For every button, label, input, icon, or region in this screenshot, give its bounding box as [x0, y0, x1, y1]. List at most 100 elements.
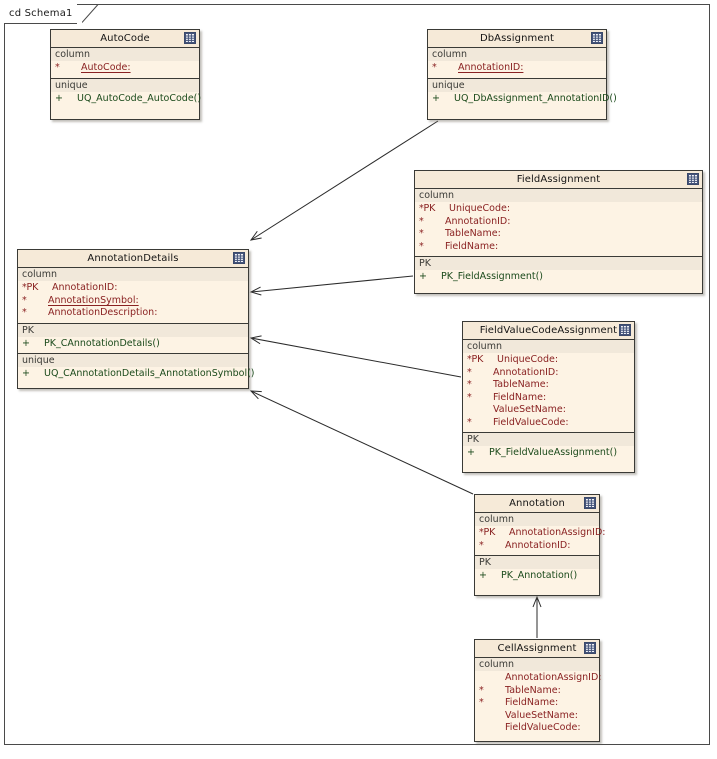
column-row: * FieldName:: [415, 241, 702, 254]
row-name: AnnotationID:: [445, 215, 511, 227]
row-marker: *: [419, 215, 424, 227]
row-name: TableName:: [493, 379, 549, 390]
section-rows: + PK_CAnnotationDetails(): [18, 337, 248, 351]
row-marker: *PK: [467, 354, 484, 365]
column-row: FieldValueCode:: [475, 722, 599, 735]
row-marker: [475, 722, 501, 735]
section-label: column: [428, 48, 606, 61]
row-marker: *: [479, 684, 484, 696]
column-row: * AutoCode:: [51, 62, 199, 75]
class-section-pk: PK+ PK_CAnnotationDetails(): [18, 323, 248, 354]
row-name: AnnotationID:: [458, 62, 524, 73]
row-name: ValueSetName:: [505, 709, 578, 721]
row-marker: *: [467, 379, 472, 390]
class-header-autocode: AutoCode: [51, 30, 199, 48]
row-name: PK_FieldValueAssignment(): [489, 447, 618, 458]
section-rows: +PK_FieldAssignment(): [415, 270, 702, 284]
row-marker: *PK: [419, 203, 436, 214]
section-rows: +UQ_CAnnotationDetails_AnnotationSymbol(…: [18, 367, 255, 381]
column-row: *TableName:: [415, 228, 702, 241]
class-title: CellAssignment: [497, 643, 577, 654]
operation-row: +UQ_DbAssignment_AnnotationID(): [428, 93, 617, 106]
row-marker: *PK: [479, 527, 496, 538]
class-header-cellassignment: CellAssignment: [475, 640, 599, 658]
row-marker: *: [55, 62, 60, 73]
class-title: AnnotationDetails: [87, 253, 179, 264]
row-marker: *: [479, 539, 484, 551]
section-label: column: [475, 658, 599, 671]
table-icon: [584, 642, 596, 654]
section-rows: +UQ_AutoCode_AutoCode(): [51, 92, 202, 106]
section-label: column: [51, 48, 199, 61]
row-marker: *: [22, 307, 27, 318]
table-icon: [584, 497, 596, 509]
row-name: AnnotationAssignID:: [505, 672, 602, 683]
row-marker: +: [22, 337, 30, 349]
section-label: unique: [18, 354, 248, 367]
table-icon: [591, 32, 603, 44]
section-label: PK: [475, 556, 599, 569]
operation-row: +UQ_CAnnotationDetails_AnnotationSymbol(…: [18, 368, 255, 381]
section-rows: AnnotationAssignID:*TableName:*FieldName…: [475, 671, 602, 735]
class-header-annotation: Annotation: [475, 495, 599, 513]
section-label: PK: [415, 257, 702, 270]
row-name: FieldName:: [445, 240, 499, 252]
operation-row: + PK_FieldValueAssignment(): [463, 447, 634, 460]
row-name: FieldValueCode:: [493, 416, 569, 428]
section-label: unique: [428, 78, 606, 92]
column-row: *PK UniqueCode:: [463, 354, 634, 367]
section-label: PK: [463, 433, 634, 446]
row-marker: +: [467, 447, 475, 458]
operation-row: +PK_FieldAssignment(): [415, 271, 702, 284]
class-title: FieldValueCodeAssignment: [479, 325, 618, 336]
class-section-unique: unique+UQ_AutoCode_AutoCode(): [51, 78, 202, 109]
class-title: FieldAssignment: [516, 174, 601, 185]
class-section-pk: PK+ PK_FieldValueAssignment(): [463, 433, 634, 463]
section-rows: * AutoCode:: [51, 61, 199, 75]
column-row: *FieldName:: [475, 697, 599, 710]
row-name: AutoCode:: [81, 62, 131, 73]
class-section-pk: PK+PK_FieldAssignment(): [415, 257, 702, 287]
row-marker: +: [479, 570, 487, 581]
row-name: UniqueCode:: [497, 354, 559, 365]
class-header-annotationdetails: AnnotationDetails: [18, 250, 248, 268]
row-marker: *: [419, 240, 424, 252]
section-label: PK: [18, 323, 248, 337]
column-row: * TableName:: [463, 379, 634, 392]
column-row: *AnnotationSymbol:: [18, 295, 248, 308]
row-name: UQ_AutoCode_AutoCode(): [77, 92, 202, 104]
row-name: ValueSetName:: [493, 404, 566, 415]
row-marker: [463, 404, 489, 417]
class-section-unique: unique+UQ_DbAssignment_AnnotationID(): [428, 78, 617, 109]
column-row: * AnnotationID:: [415, 216, 702, 229]
diagram-frame-tab: cd Schema1: [4, 4, 77, 24]
diagram-frame-label: cd Schema1: [9, 8, 73, 19]
class-section-column: column* AutoCode:: [51, 48, 199, 79]
row-name: UQ_CAnnotationDetails_AnnotationSymbol(): [44, 368, 255, 379]
row-marker: *: [479, 697, 484, 708]
class-section-pk: PK+ PK_Annotation(): [475, 556, 599, 586]
column-row: *AnnotationDescription:: [18, 307, 248, 320]
class-header-fieldassignment: FieldAssignment: [415, 171, 702, 189]
section-label: column: [475, 513, 599, 526]
row-marker: [475, 672, 501, 685]
row-name: PK_Annotation(): [501, 570, 578, 581]
section-rows: +UQ_DbAssignment_AnnotationID(): [428, 92, 617, 106]
row-name: PK_CAnnotationDetails(): [44, 337, 160, 349]
column-row: *AnnotationID:: [475, 540, 599, 553]
